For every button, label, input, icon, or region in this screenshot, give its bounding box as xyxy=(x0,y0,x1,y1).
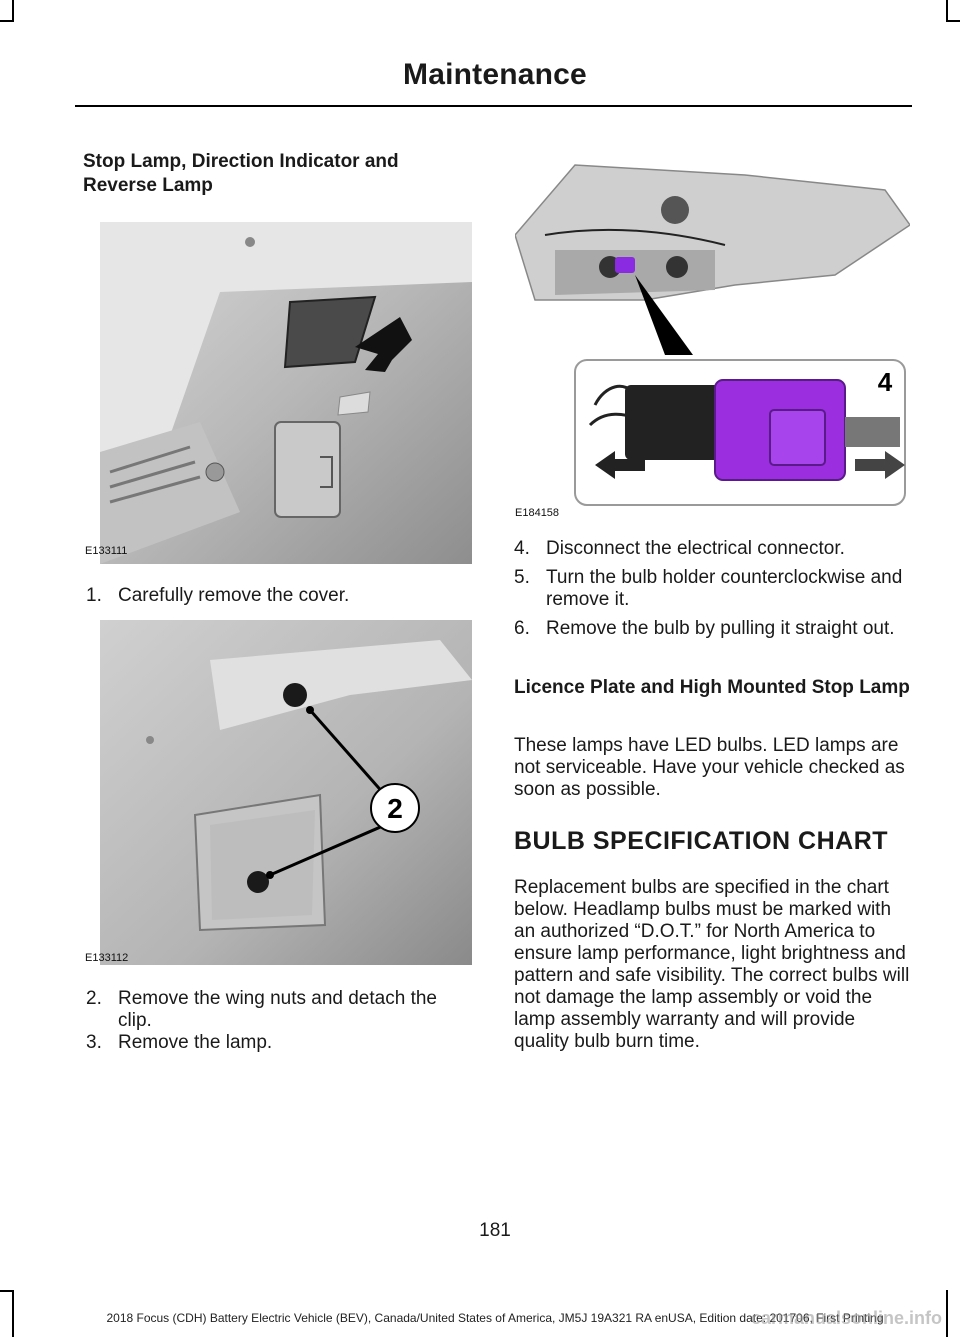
callout-2: 2 xyxy=(387,793,403,824)
step-text: Remove the bulb by pulling it straight o… xyxy=(546,618,895,639)
step-3: 3. Remove the lamp. xyxy=(86,1032,476,1054)
section-heading: Licence Plate and High Mounted Stop Lamp xyxy=(514,677,910,698)
callout-4: 4 xyxy=(878,367,893,397)
page-number: 181 xyxy=(479,1220,511,1241)
figure-code: E133112 xyxy=(85,952,129,964)
connector-illustration: 4 xyxy=(515,164,910,506)
crop-mark xyxy=(946,1290,948,1337)
crop-mark xyxy=(12,1290,14,1337)
page-title: Maintenance xyxy=(403,58,587,91)
bulb-chart-heading: BULB SPECIFICATION CHART xyxy=(514,827,889,855)
step-number: 4. xyxy=(514,538,530,559)
step-5: 5. Turn the bulb holder counterclockwise… xyxy=(514,567,914,611)
led-paragraph: These lamps have LED bulbs. LED lamps ar… xyxy=(514,735,905,800)
footer-text: 2018 Focus (CDH) Battery Electric Vehicl… xyxy=(106,1311,884,1325)
figure-code: E184158 xyxy=(515,507,560,519)
bulb-paragraph: Replacement bulbs are specified in the c… xyxy=(514,877,910,1052)
section-heading: Stop Lamp, Direction Indicator and Rever… xyxy=(83,151,399,196)
header-divider xyxy=(75,105,912,107)
step-number: 5. xyxy=(514,567,530,588)
watermark: carmanualsonline.info xyxy=(750,1308,942,1328)
crop-mark xyxy=(946,0,948,22)
crop-mark xyxy=(0,20,14,22)
step-text: Remove the wing nuts and detach the clip… xyxy=(118,988,437,1031)
step-2: 2. Remove the wing nuts and detach the c… xyxy=(86,988,476,1032)
step-number: 3. xyxy=(86,1032,102,1053)
step-number: 1. xyxy=(86,585,102,606)
step-4: 4. Disconnect the electrical connector. xyxy=(514,538,914,560)
step-text: Disconnect the electrical connector. xyxy=(546,538,845,559)
step-1: 1. Carefully remove the cover. xyxy=(86,585,471,607)
crop-mark xyxy=(12,0,14,22)
wing-nuts-illustration: 2 xyxy=(100,620,472,965)
crop-mark xyxy=(946,20,960,22)
step-text: Remove the lamp. xyxy=(118,1032,273,1053)
step-number: 6. xyxy=(514,618,530,639)
step-number: 2. xyxy=(86,988,102,1009)
step-6: 6. Remove the bulb by pulling it straigh… xyxy=(514,618,914,640)
cover-removal-illustration xyxy=(100,222,472,564)
crop-mark xyxy=(0,1290,14,1292)
figure-code: E133111 xyxy=(85,545,128,557)
step-text: Carefully remove the cover. xyxy=(118,585,350,606)
step-text: Turn the bulb holder counterclockwise an… xyxy=(546,567,903,610)
